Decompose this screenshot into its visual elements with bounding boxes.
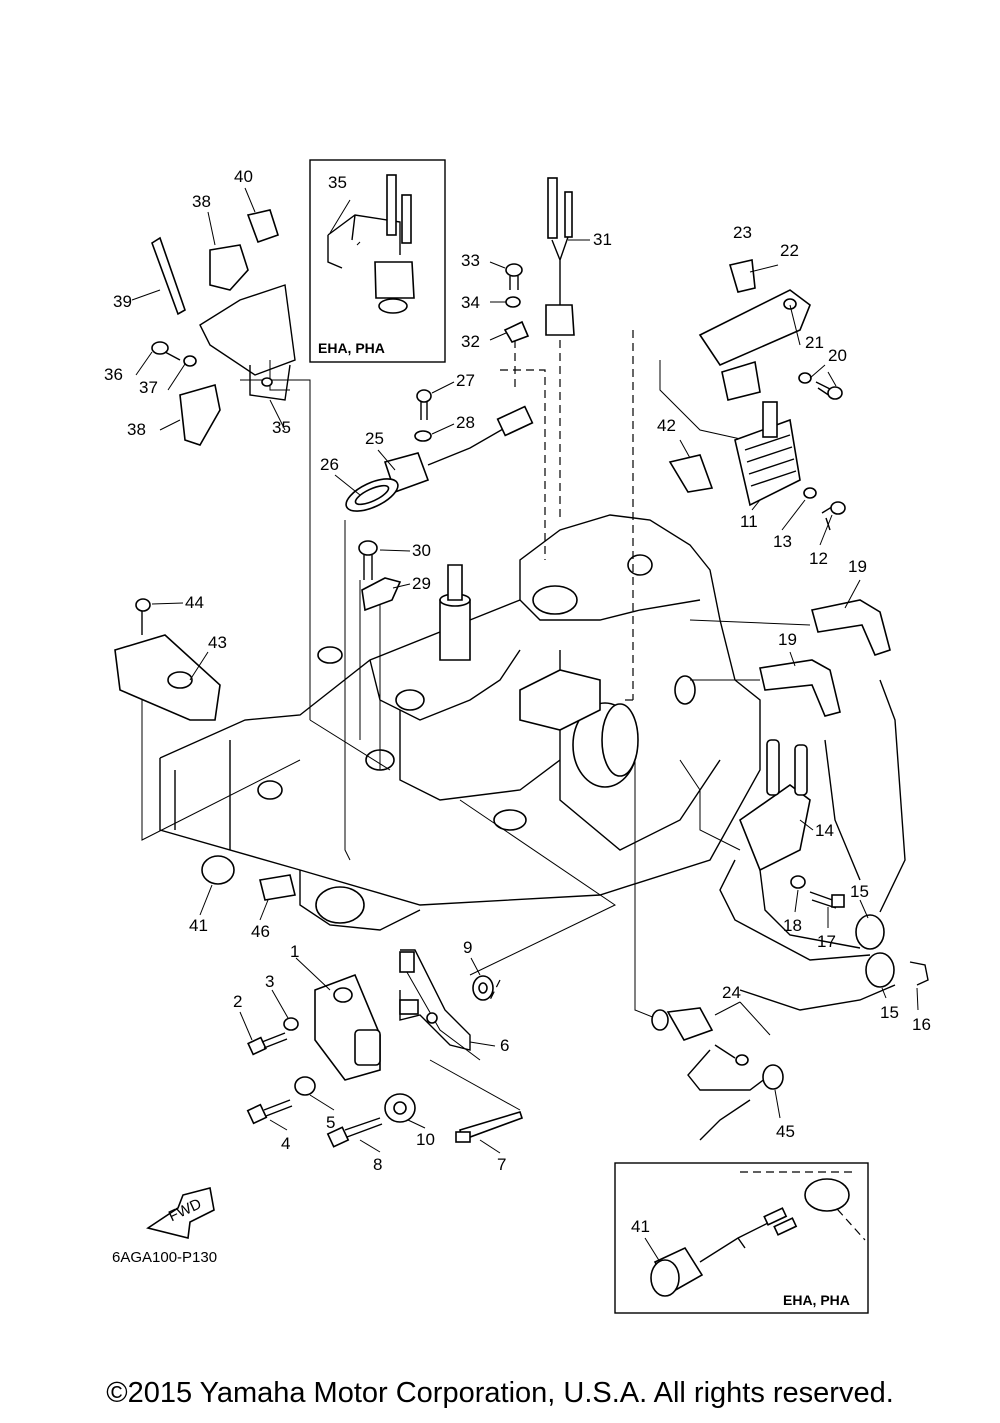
callout: 31	[593, 230, 612, 249]
callout: 43	[208, 633, 227, 652]
diagram-code: 6AGA100-P130	[112, 1249, 217, 1266]
callout: 22	[780, 241, 799, 260]
inset-bottom-label: EHA, PHA	[783, 1292, 850, 1308]
callout: 42	[657, 416, 676, 435]
callout: 2	[233, 992, 242, 1011]
callout: 18	[783, 916, 802, 935]
callout: 44	[185, 593, 204, 612]
inset-bottom: EHA, PHA	[614, 1162, 869, 1314]
callout: 8	[373, 1155, 382, 1174]
callout: 25	[365, 429, 384, 448]
callout: 6	[500, 1036, 509, 1055]
callout: 15	[880, 1003, 899, 1022]
callout: 9	[463, 938, 472, 957]
callout: 37	[139, 378, 158, 397]
callout: 14	[815, 821, 834, 840]
callout: 23	[733, 223, 752, 242]
callout: 35	[272, 418, 291, 437]
callout: 33	[461, 251, 480, 270]
copyright-notice: ©2015 Yamaha Motor Corporation, U.S.A. A…	[106, 1377, 894, 1409]
inset-top-label: EHA, PHA	[318, 340, 385, 356]
callout-leaders	[131, 187, 919, 1263]
callout: 3	[265, 972, 274, 991]
callout: 38	[127, 420, 146, 439]
callout: 34	[461, 293, 480, 312]
callout: 30	[412, 541, 431, 560]
callout: 28	[456, 413, 475, 432]
callout: 46	[251, 922, 270, 941]
callout: 13	[773, 532, 792, 551]
callout: 20	[828, 346, 847, 365]
callout: 10	[416, 1130, 435, 1149]
callout: 29	[412, 574, 431, 593]
callout: 39	[113, 292, 132, 311]
callout: 41	[631, 1217, 650, 1236]
callout: 45	[776, 1122, 795, 1141]
callout: 41	[189, 916, 208, 935]
callout-numbers: 1 2 3 4 5 6 7 8 9 10 11 12 13 14 15 15 1…	[104, 167, 931, 1236]
inset-top: EHA, PHA	[309, 159, 446, 363]
callout: 35	[328, 173, 347, 192]
callout: 26	[320, 455, 339, 474]
callout: 40	[234, 167, 253, 186]
callout: 24	[722, 983, 741, 1002]
callout: 16	[912, 1015, 931, 1034]
callout: 38	[192, 192, 211, 211]
callout: 19	[848, 557, 867, 576]
engine-block	[159, 514, 761, 931]
callout: 27	[456, 371, 475, 390]
callout: 5	[326, 1113, 335, 1132]
callout: 11	[740, 512, 758, 531]
callout: 17	[817, 932, 836, 951]
callout: 12	[809, 549, 828, 568]
callout: 1	[290, 942, 299, 961]
parts: FWD	[114, 177, 929, 1239]
callout: 7	[497, 1155, 506, 1174]
callout: 4	[281, 1134, 290, 1153]
callout: 15	[850, 882, 869, 901]
callout: 36	[104, 365, 123, 384]
callout: 19	[778, 630, 797, 649]
callout: 21	[805, 333, 824, 352]
callout: 32	[461, 332, 480, 351]
